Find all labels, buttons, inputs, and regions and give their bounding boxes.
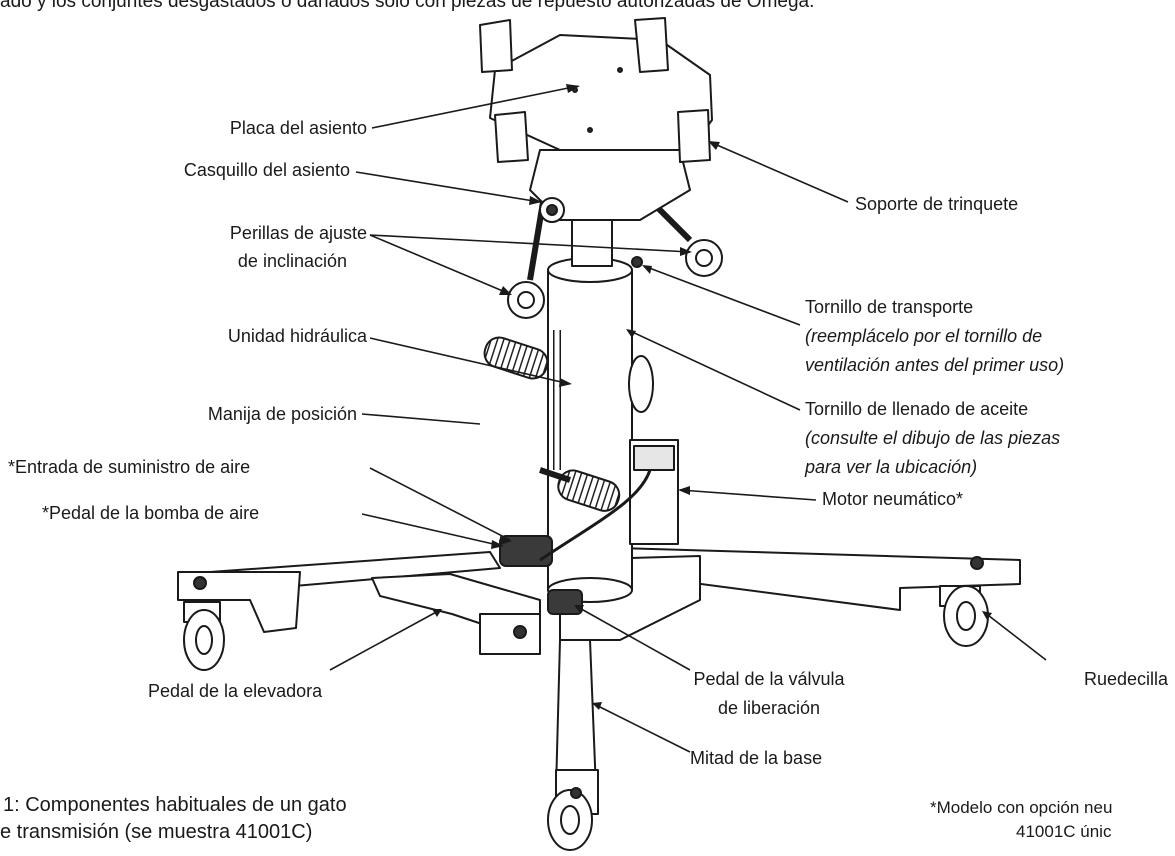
caster-group bbox=[183, 556, 989, 851]
footnote-line-1: *Modelo con opción neu bbox=[930, 798, 1113, 817]
label-air-motor: Motor neumático* bbox=[822, 489, 964, 509]
label-tilt-knobs-1: Perillas de ajuste bbox=[229, 223, 367, 243]
label-air-inlet: *Entrada de suministro de aire bbox=[8, 457, 251, 477]
label-hydraulic-unit: Unidad hidráulica bbox=[227, 326, 367, 346]
label-release-valve-1: Pedal de la válvula bbox=[693, 669, 845, 689]
label-lift-pedal: Pedal de la elevadora bbox=[148, 681, 323, 701]
pedals-shape bbox=[499, 469, 652, 615]
arrowheads bbox=[432, 84, 992, 710]
label-shipping-screw-note-2: ventilación antes del primer uso) bbox=[805, 355, 1065, 375]
hydraulic-column-shape bbox=[547, 207, 643, 603]
figure-caption-line-2: e transmisión (se muestra 41001C) bbox=[0, 821, 313, 843]
lift-pedal-shape bbox=[371, 573, 541, 655]
leader-lines bbox=[329, 85, 1047, 753]
air-motor-shape bbox=[628, 355, 679, 545]
header-fragment: ado y los conjuntes desgastados o dañado… bbox=[0, 0, 815, 12]
footnote-line-2: 41001C únic bbox=[1016, 822, 1112, 841]
label-oil-fill-note-2: para ver la ubicación) bbox=[805, 457, 978, 477]
label-seat-bushing: Casquillo del asiento bbox=[183, 160, 350, 180]
tilt-knobs-shape bbox=[507, 189, 723, 319]
label-position-handle: Manija de posición bbox=[207, 404, 357, 424]
label-ratchet-bracket: Soporte de trinquete bbox=[855, 194, 1019, 214]
label-oil-fill-note-1: (consulte el dibujo de las piezas bbox=[805, 428, 1061, 448]
label-base-half: Mitad de la base bbox=[690, 748, 823, 768]
base-legs bbox=[177, 547, 1021, 815]
label-air-pump-pedal: *Pedal de la bomba de aire bbox=[42, 503, 260, 523]
figure-caption-line-1: 1: Componentes habituales de un gato bbox=[3, 794, 347, 816]
seat-plate-shape bbox=[479, 17, 713, 163]
label-seat-plate: Placa del asiento bbox=[229, 118, 367, 138]
label-shipping-screw: Tornillo de transporte bbox=[805, 297, 974, 317]
label-shipping-screw-note-1: (reemplácelo por el tornillo de bbox=[805, 326, 1043, 346]
seat-bushing-shape bbox=[529, 149, 691, 223]
label-release-valve-2: de liberación bbox=[717, 698, 821, 718]
label-caster: Ruedecilla bbox=[1084, 669, 1169, 689]
label-tilt-knobs-2: de inclinación bbox=[237, 251, 347, 271]
label-oil-fill-screw: Tornillo de llenado de aceite bbox=[805, 399, 1029, 419]
